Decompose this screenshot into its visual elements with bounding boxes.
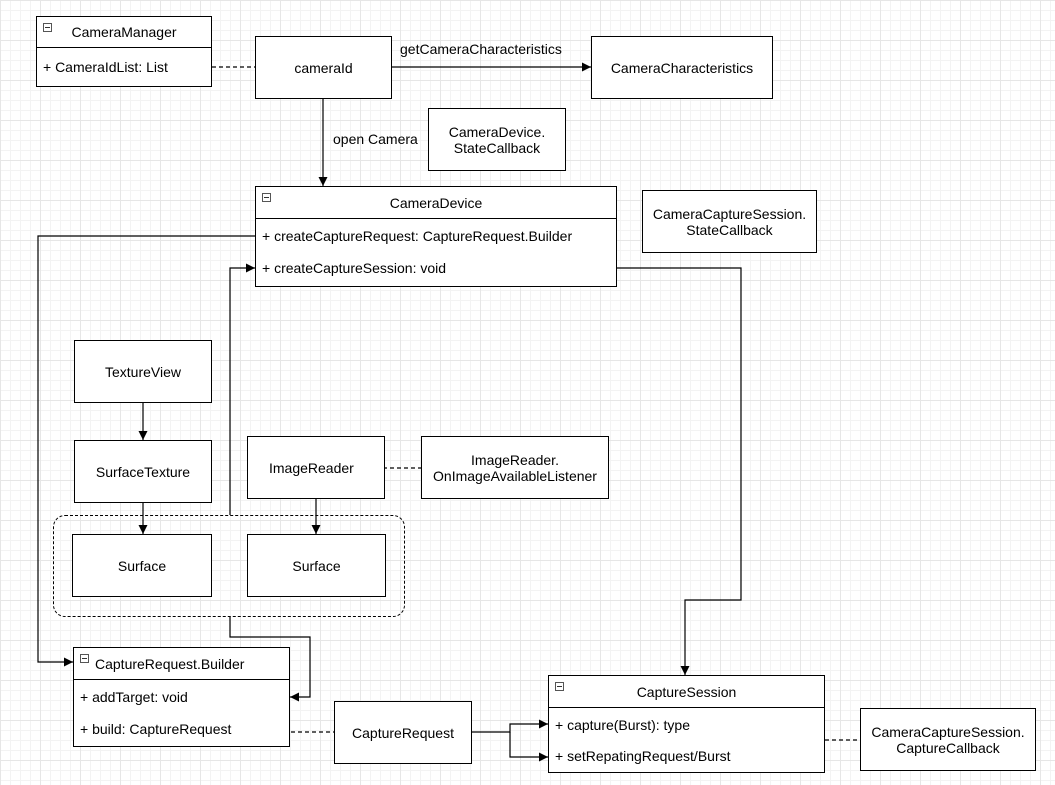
edge-surfaces-to-session <box>229 263 255 515</box>
collapse-icon[interactable] <box>43 23 52 32</box>
box-line: CaptureCallback <box>896 739 1000 756</box>
surface-right-box[interactable]: Surface <box>247 534 386 597</box>
capture-session-class[interactable]: CaptureSession + capture(Burst): type + … <box>548 675 825 773</box>
session-state-callback-box[interactable]: CameraCaptureSession. StateCallback <box>642 190 817 253</box>
capture-request-box[interactable]: CaptureRequest <box>334 701 472 764</box>
edge-label-open-camera: open Camera <box>333 131 418 147</box>
capture-request-builder-class[interactable]: CaptureRequest.Builder + addTarget: void… <box>73 647 290 747</box>
class-header: CaptureSession <box>549 676 824 708</box>
capture-callback-box[interactable]: CameraCaptureSession. CaptureCallback <box>860 708 1036 771</box>
edge-request-to-capture <box>472 719 548 733</box>
class-title: CameraDevice <box>389 194 483 211</box>
texture-view-box[interactable]: TextureView <box>74 340 212 403</box>
collapse-icon[interactable] <box>555 682 564 691</box>
class-header: CameraDevice <box>256 187 616 219</box>
class-header: CaptureRequest.Builder <box>74 648 289 680</box>
box-label: ImageReader <box>269 459 354 476</box>
edge-request-to-repeating <box>509 732 548 762</box>
device-state-callback-box[interactable]: CameraDevice. StateCallback <box>428 108 566 171</box>
class-member: + setRepatingRequest/Burst <box>555 748 731 764</box>
class-member: + createCaptureSession: void <box>262 260 447 276</box>
box-line: OnImageAvailableListener <box>433 467 597 484</box>
box-line: CameraCaptureSession. <box>652 205 807 222</box>
camera-characteristics-box[interactable]: CameraCharacteristics <box>591 36 773 99</box>
camera-manager-class[interactable]: CameraManager + CameraIdList: List <box>36 16 212 87</box>
class-member: + createCaptureRequest: CaptureRequest.B… <box>262 228 573 244</box>
surface-left-box[interactable]: Surface <box>72 534 212 597</box>
class-member: + capture(Burst): type <box>555 716 691 733</box>
class-member: + CameraIdList: List <box>43 59 168 75</box>
camera-id-box[interactable]: cameraId <box>255 36 392 99</box>
camera-device-class[interactable]: CameraDevice + createCaptureRequest: Cap… <box>255 186 617 287</box>
surfaces-group <box>53 515 405 617</box>
edge-create-session <box>617 267 742 675</box>
class-title: CaptureSession <box>636 683 737 700</box>
box-line: CameraCaptureSession. <box>871 723 1025 740</box>
box-line: StateCallback <box>686 221 773 238</box>
edge-create-capture-request <box>37 235 255 667</box>
class-member: + build: CaptureRequest <box>80 721 232 737</box>
collapse-icon[interactable] <box>262 193 271 202</box>
edge-label-get-characteristics: getCameraCharacteristics <box>400 41 562 57</box>
class-member: + addTarget: void <box>80 689 188 705</box>
edge-surfaces-to-builder <box>229 617 311 702</box>
collapse-icon[interactable] <box>80 654 89 663</box>
surface-texture-box[interactable]: SurfaceTexture <box>74 440 212 503</box>
image-reader-box[interactable]: ImageReader <box>247 436 385 499</box>
box-line: CameraDevice. <box>448 123 546 140</box>
box-line: ImageReader. <box>471 451 559 468</box>
class-title: CaptureRequest.Builder <box>95 655 245 672</box>
box-line: StateCallback <box>453 139 541 156</box>
image-available-listener-box[interactable]: ImageReader. OnImageAvailableListener <box>421 436 609 499</box>
class-header: CameraManager <box>37 17 211 48</box>
class-title: CameraManager <box>71 24 177 40</box>
